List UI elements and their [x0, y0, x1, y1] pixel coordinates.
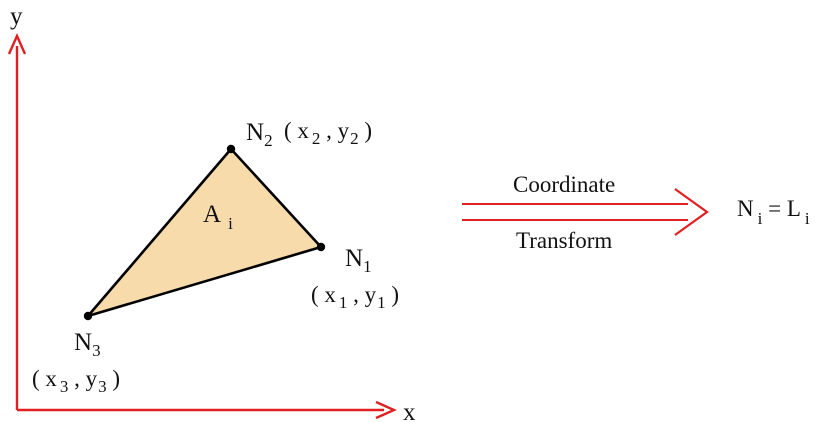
node-n2-name: N2 [246, 119, 273, 150]
node-n1-name: N1 [345, 245, 372, 276]
transform-arrow-head [674, 188, 709, 236]
transform-label-bottom: Transform [516, 228, 612, 253]
axes: y x [7, 3, 416, 422]
x-axis-label: x [403, 399, 416, 422]
y-axis-arrowhead [7, 33, 27, 55]
node-n2-dot [226, 144, 236, 154]
node-n3-name: N3 [74, 329, 101, 360]
triangle-area [86, 147, 323, 318]
x-axis-arrowhead [375, 400, 397, 420]
node-n3-dot [83, 311, 93, 321]
y-axis-label: y [10, 3, 23, 30]
transform-label-top: Coordinate [513, 172, 615, 197]
node-n1-dot [316, 242, 326, 252]
transform-arrow: Coordinate Transform [462, 172, 709, 253]
